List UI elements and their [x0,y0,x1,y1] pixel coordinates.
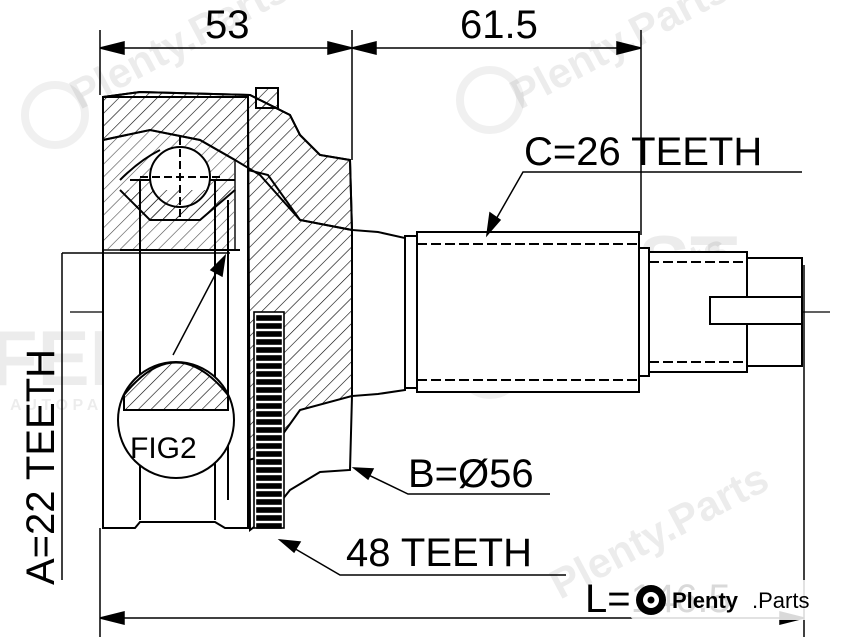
ring-tooth [256,443,282,449]
fig2-label: FIG2 [130,432,197,465]
ring-tooth [256,339,282,345]
callout-b-diameter: B=Ø56 [408,452,534,496]
ring-tooth [256,507,282,513]
ring-tooth [256,483,282,489]
plenty-parts-badge: Plenty .Parts [630,580,835,620]
ring-tooth [256,331,282,337]
ring-tooth [256,395,282,401]
watermark-gear-icon [456,66,524,134]
ball-cage [119,137,240,251]
ring-tooth [256,315,282,321]
ring-tooth [256,387,282,393]
ring-tooth [256,499,282,505]
dim-shaft-length: 61.5 [460,3,538,47]
ring-tooth [256,459,282,465]
plenty-logo-icon [636,585,666,615]
ring-tooth [256,347,282,353]
ring-tooth [256,475,282,481]
dim-outer-width: 53 [205,3,250,47]
ring-tooth [256,451,282,457]
ring-tooth [256,323,282,329]
badge-suffix: .Parts [752,588,809,613]
callout-c-teeth: C=26 TEETH [524,130,762,174]
ring-tooth [256,403,282,409]
ring-tooth [256,467,282,473]
ring-tooth [256,419,282,425]
ring-tooth [256,523,282,529]
ring-tooth [256,363,282,369]
shaft [404,231,803,393]
ring-tooth [256,515,282,521]
fig2-detail: FIG2 [117,361,235,479]
ring-tooth [256,379,282,385]
ring-tooth [256,355,282,361]
callout-48-teeth: 48 TEETH [346,531,532,575]
abs-ring [253,311,285,529]
ring-tooth [256,427,282,433]
callout-a-teeth: A=22 TEETH [19,349,63,585]
ring-tooth [256,371,282,377]
ring-tooth [256,491,282,497]
ring-tooth [256,435,282,441]
badge-name: Plenty [672,588,739,613]
ring-tooth [256,411,282,417]
watermark-gear-icon [21,81,89,149]
